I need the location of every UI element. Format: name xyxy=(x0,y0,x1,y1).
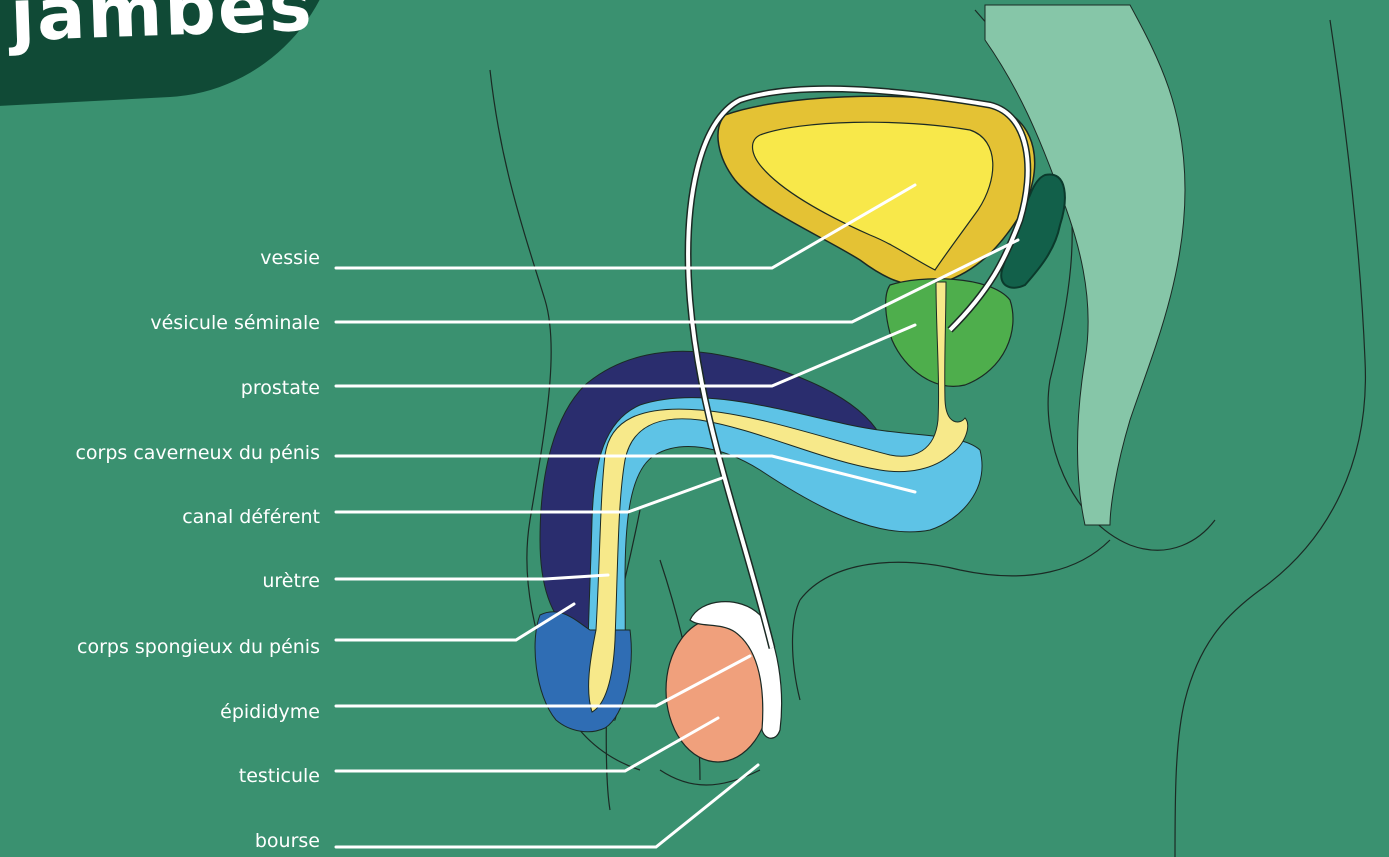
label-canal-deferent: canal déférent xyxy=(182,506,320,528)
label-vessie: vessie xyxy=(260,247,320,269)
label-prostate: prostate xyxy=(241,377,320,399)
label-vesicule-seminale: vésicule séminale xyxy=(150,312,320,334)
leader-testicule xyxy=(336,718,718,771)
label-bourse: bourse xyxy=(255,830,320,852)
label-corps-caverneux: corps caverneux du pénis xyxy=(75,442,320,464)
leader-bourse xyxy=(336,765,758,847)
label-corps-spongieux: corps spongieux du pénis xyxy=(77,636,320,658)
label-uretre: urètre xyxy=(262,570,320,592)
corpus-spongiosum-shape xyxy=(535,612,631,732)
label-epididyme: épididyme xyxy=(220,701,320,723)
label-testicule: testicule xyxy=(239,765,320,787)
leader-canal-deferent xyxy=(336,478,722,512)
urethra-sheath-shape xyxy=(588,398,982,722)
